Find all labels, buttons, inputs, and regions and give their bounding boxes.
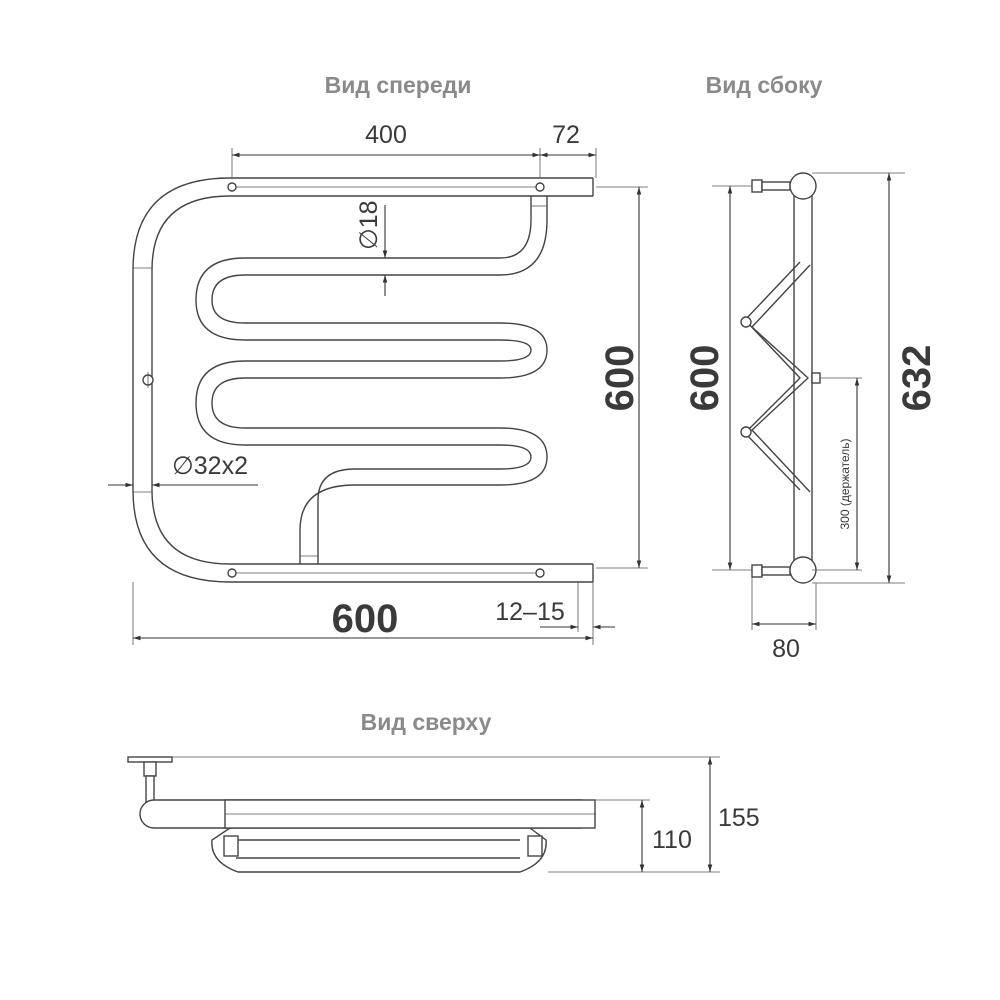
top-dimensions: 110 155 bbox=[172, 756, 760, 873]
front-view bbox=[132, 177, 594, 583]
main-pipe-inner bbox=[151, 195, 593, 565]
side-view bbox=[740, 172, 821, 584]
zigzag-outer bbox=[744, 261, 801, 491]
dim-top-155: 155 bbox=[718, 804, 760, 832]
dim-front-width-600: 600 bbox=[332, 597, 399, 641]
dim-side-total-632: 632 bbox=[895, 345, 939, 412]
dim-holder-300: 300 (держатель) bbox=[838, 438, 852, 529]
front-view-title: Вид спереди bbox=[325, 72, 472, 98]
front-dimensions: 400 72 ∅18 ∅32x2 600 600 12–15 bbox=[108, 121, 648, 645]
dim-front-height-600: 600 bbox=[598, 345, 642, 412]
dim-diameter-18: ∅18 bbox=[355, 200, 383, 250]
serpentine-pipe-outer bbox=[211, 196, 548, 564]
serpentine-pipe-inner bbox=[195, 196, 532, 564]
dim-side-depth-80: 80 bbox=[772, 635, 800, 663]
top-view bbox=[127, 756, 596, 873]
main-pipe-outer bbox=[132, 177, 593, 583]
dim-72: 72 bbox=[552, 121, 580, 149]
dim-top-110: 110 bbox=[652, 826, 692, 854]
dim-diameter-32x2: ∅32x2 bbox=[172, 452, 248, 480]
dim-side-height-600: 600 bbox=[683, 345, 727, 412]
top-view-title: Вид сверху bbox=[361, 709, 492, 735]
side-dimensions: 600 632 300 (держатель) 80 bbox=[683, 172, 939, 663]
dim-wall-gap: 12–15 bbox=[495, 598, 565, 626]
top-pipe-section bbox=[789, 172, 817, 200]
side-view-title: Вид сбоку bbox=[706, 72, 823, 98]
dim-400: 400 bbox=[365, 121, 407, 149]
